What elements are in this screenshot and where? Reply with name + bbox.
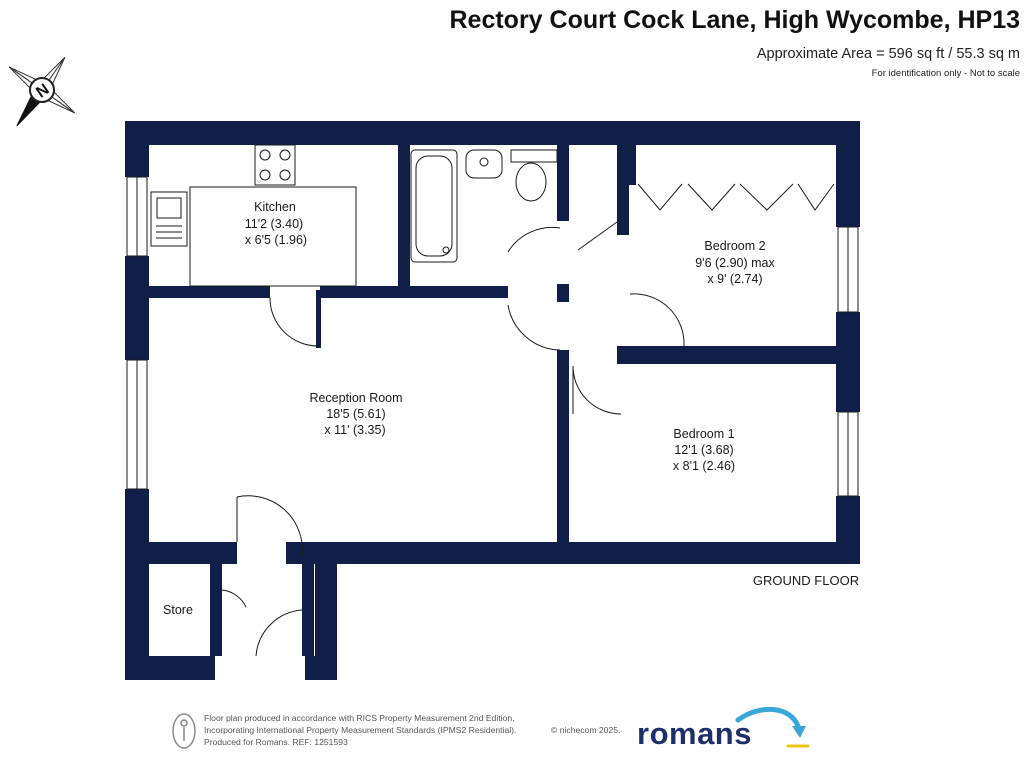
kitchen-dim-2: x 6'5 (1.96) xyxy=(245,233,307,247)
windows xyxy=(126,176,859,497)
property-title: Rectory Court Cock Lane, High Wycombe, H… xyxy=(449,6,1021,34)
bedroom2-dim-2: x 9' (2.74) xyxy=(707,272,762,286)
footer-line-2: Incorporating International Property Mea… xyxy=(204,725,517,735)
toilet-icon xyxy=(515,162,547,202)
door-swings xyxy=(221,221,685,657)
reception-dim-1: 18'5 (5.61) xyxy=(326,407,385,421)
bedroom2-name: Bedroom 2 xyxy=(704,239,765,253)
footer-line-1: Floor plan produced in accordance with R… xyxy=(204,713,515,723)
reception-dim-2: x 11' (3.35) xyxy=(324,423,385,437)
kitchen-name: Kitchen xyxy=(254,200,296,214)
room-labels: Kitchen 11'2 (3.40) x 6'5 (1.96) Recepti… xyxy=(163,200,859,617)
walls xyxy=(125,121,860,680)
copyright: © nichecom 2025. xyxy=(551,725,621,735)
compass-rose-icon: N xyxy=(8,56,76,127)
brand-swoosh-icon xyxy=(735,706,810,748)
bedroom1-dim-1: 12'1 (3.68) xyxy=(674,443,733,457)
store-name: Store xyxy=(163,603,193,617)
scale-disclaimer: For identification only - Not to scale xyxy=(871,68,1020,79)
hob-icon xyxy=(254,144,296,186)
kitchen-dim-1: 11'2 (3.40) xyxy=(245,217,303,231)
kitchen-counter xyxy=(189,186,357,287)
fixtures xyxy=(150,144,558,287)
bedroom1-dim-2: x 8'1 (2.46) xyxy=(673,459,735,473)
bedroom2-dim-1: 9'6 (2.90) max xyxy=(695,256,775,270)
approximate-area: Approximate Area = 596 sq ft / 55.3 sq m xyxy=(756,46,1020,62)
bedroom1-name: Bedroom 1 xyxy=(673,427,734,441)
toilet-cistern xyxy=(510,149,558,163)
footer-line-3: Produced for Romans. REF: 1251593 xyxy=(204,737,348,747)
footer-note: Floor plan produced in accordance with R… xyxy=(204,712,516,748)
wardrobe-doors xyxy=(637,183,835,211)
brand-logo: romans xyxy=(637,716,752,751)
reception-name: Reception Room xyxy=(309,391,402,405)
rics-measure-icon xyxy=(172,713,196,749)
floor-label: GROUND FLOOR xyxy=(753,573,859,588)
